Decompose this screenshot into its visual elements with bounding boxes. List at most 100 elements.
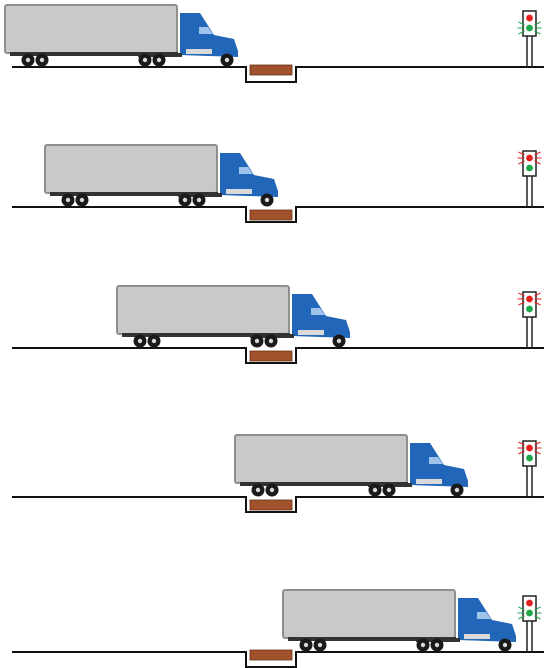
cab-body [180, 13, 238, 57]
signal-glow-ray [534, 615, 541, 620]
traffic-light-icon [517, 595, 542, 652]
traffic-light-icon [517, 440, 542, 497]
wheel-hub [182, 197, 188, 203]
traffic-light-icon [517, 10, 542, 67]
signal-glow-ray [534, 606, 541, 611]
wheel-hub [137, 338, 143, 344]
signal-glow-ray [518, 301, 525, 306]
trailer-chassis [10, 52, 178, 56]
road-line [12, 66, 544, 83]
cab-window [199, 27, 213, 34]
road-line [12, 347, 544, 364]
wheel-hub [255, 487, 261, 493]
panel-1 [4, 4, 544, 83]
wheel-hub [269, 487, 275, 493]
wheel-hub [502, 642, 508, 648]
trailer-chassis [288, 637, 456, 641]
cab-window [429, 457, 443, 464]
signal-glow-ray [534, 292, 541, 297]
weighbridge-plate [249, 350, 293, 362]
fuel-tank [298, 330, 324, 335]
weighbridge-plate [249, 64, 293, 76]
cab-body [220, 153, 278, 197]
signal-glow-ray [534, 301, 541, 306]
road-line [12, 651, 544, 668]
signal-red-lamp [526, 599, 533, 607]
wheel-hub [264, 197, 270, 203]
signal-glow-ray [518, 606, 525, 611]
cab-window [311, 308, 325, 315]
wheel-hub [25, 57, 31, 63]
road-line [12, 496, 544, 513]
signal-green-lamp [526, 454, 533, 462]
trailer-box [116, 285, 290, 335]
truck-icon [234, 434, 468, 497]
signal-glow-ray [518, 441, 525, 446]
signal-glow-ray [534, 450, 541, 455]
fuel-tank [226, 189, 252, 194]
truck-icon [4, 4, 238, 67]
truck-icon [282, 589, 516, 652]
trailer-box [4, 4, 178, 54]
wheel-hub [151, 338, 157, 344]
truck-icon [44, 144, 278, 207]
signal-glow-ray [518, 160, 525, 165]
signal-glow-ray [534, 441, 541, 446]
fuel-tank [464, 634, 490, 639]
wheel-hub [39, 57, 45, 63]
signal-glow-ray [534, 151, 541, 156]
signal-glow-ray [534, 30, 541, 35]
trailer-chassis [50, 192, 218, 196]
signal-glow-ray [518, 292, 525, 297]
wheel-hub [336, 338, 342, 344]
wheel-hub [156, 57, 162, 63]
signal-red-lamp [526, 295, 533, 303]
weighbridge-plate [249, 649, 293, 661]
signal-glow-ray [518, 615, 525, 620]
signal-green-lamp [526, 609, 533, 617]
trailer-box [234, 434, 408, 484]
signal-glow-ray [534, 160, 541, 165]
cab-body [458, 598, 516, 642]
panel-4 [12, 434, 544, 513]
wheel-hub [317, 642, 323, 648]
weighbridge-plate [249, 209, 293, 221]
wheel-hub [303, 642, 309, 648]
wheel-hub [420, 642, 426, 648]
traffic-light-icon [517, 291, 542, 348]
signal-red-lamp [526, 154, 533, 162]
wheel-hub [65, 197, 71, 203]
signal-glow-ray [518, 21, 525, 26]
wheel-hub [79, 197, 85, 203]
signal-green-lamp [526, 305, 533, 313]
fuel-tank [416, 479, 442, 484]
panel-5 [12, 589, 544, 668]
signal-green-lamp [526, 24, 533, 32]
panel-2 [12, 144, 544, 223]
trailer-chassis [122, 333, 290, 337]
wheel-hub [454, 487, 460, 493]
signal-glow-ray [518, 450, 525, 455]
wheel-hub [268, 338, 274, 344]
wheel-hub [372, 487, 378, 493]
panel-3 [12, 285, 544, 364]
trailer-chassis [240, 482, 408, 486]
cab-body [410, 443, 468, 487]
signal-glow-ray [534, 21, 541, 26]
signal-red-lamp [526, 444, 533, 452]
trailer-box [282, 589, 456, 639]
weighbridge-plate [249, 499, 293, 511]
wheel-hub [254, 338, 260, 344]
cab-window [477, 612, 491, 619]
signal-glow-ray [518, 30, 525, 35]
wheel-hub [224, 57, 230, 63]
cab-window [239, 167, 253, 174]
signal-green-lamp [526, 164, 533, 172]
signal-glow-ray [518, 151, 525, 156]
signal-red-lamp [526, 14, 533, 22]
road-line [12, 206, 544, 223]
wheel-hub [142, 57, 148, 63]
wheel-hub [386, 487, 392, 493]
wheel-hub [196, 197, 202, 203]
